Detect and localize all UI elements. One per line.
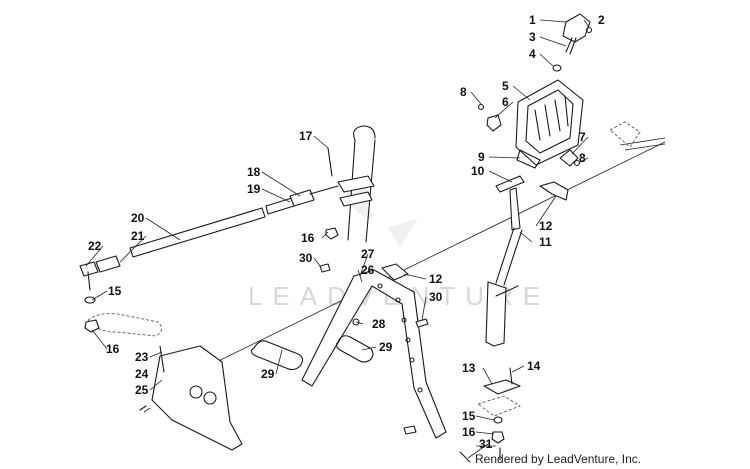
part-screw-left [477, 103, 485, 111]
part-pin-30a [319, 263, 331, 273]
callout-10: 10 [471, 164, 485, 178]
callout-30a: 30 [299, 251, 313, 265]
callout-3: 3 [529, 30, 536, 44]
callout-9: 9 [478, 150, 485, 164]
part-bolt-17 [327, 147, 333, 177]
callout-24: 24 [135, 367, 149, 381]
part-clip-left [486, 114, 502, 132]
part-steering-column [337, 125, 376, 243]
callout-22: 22 [88, 239, 102, 253]
part-lever-base [477, 367, 521, 417]
callout-8a: 8 [460, 85, 467, 99]
callout-11: 11 [539, 235, 552, 249]
callout-17: 17 [299, 129, 313, 143]
ghost-outline [609, 121, 666, 151]
callout-29b: 29 [379, 340, 393, 354]
part-clip-right [559, 149, 579, 167]
part-lever-top [495, 175, 525, 231]
callout-1: 1 [529, 13, 536, 27]
callout-15a: 15 [108, 284, 122, 298]
callout-27: 27 [361, 247, 375, 261]
part-nut-16a [325, 227, 339, 240]
callout-26: 26 [361, 263, 375, 277]
part-shift-lever [485, 227, 523, 347]
part-washer-lower [493, 416, 503, 424]
assembly-line [195, 141, 666, 373]
part-bolt-31b [459, 451, 471, 463]
callout-6: 6 [502, 95, 509, 109]
part-pin-30b [415, 318, 429, 328]
part-skid-plate [139, 345, 243, 451]
callout-29a: 29 [261, 367, 275, 381]
callout-25: 25 [135, 383, 149, 397]
callout-15b: 15 [462, 409, 476, 423]
callout-20: 20 [131, 211, 145, 225]
callout-28: 28 [372, 317, 386, 331]
callout-5: 5 [502, 79, 509, 93]
part-frame [301, 263, 447, 439]
callout-2: 2 [598, 13, 605, 27]
callout-31: 31 [479, 437, 493, 451]
callout-labels: 1 2 3 4 5 6 7 8 8 9 10 11 12 12 13 14 15… [88, 13, 605, 451]
callout-16b: 16 [106, 342, 120, 356]
callout-8b: 8 [579, 151, 586, 165]
callout-18: 18 [247, 165, 261, 179]
part-u-bolt-left [250, 340, 304, 371]
callout-30b: 30 [429, 290, 443, 304]
part-nut-lower [491, 431, 505, 444]
part-nut-28 [352, 318, 360, 326]
credit-text: Rendered by LeadVenture, Inc. [475, 452, 642, 466]
callout-16a: 16 [301, 231, 315, 245]
part-screw [585, 26, 593, 34]
callout-14: 14 [527, 359, 541, 373]
part-tie-rod [79, 185, 339, 304]
callout-12b: 12 [429, 272, 443, 286]
callout-4: 4 [529, 47, 536, 61]
part-clamp-upper [539, 181, 569, 201]
part-washer [552, 64, 562, 72]
callout-23: 23 [135, 350, 149, 364]
part-screw-right [573, 159, 581, 167]
callout-12a: 12 [539, 219, 553, 233]
part-u-bolt-right [335, 335, 374, 363]
part-knob [562, 13, 591, 55]
part-shift-gate [515, 79, 584, 169]
callout-7: 7 [579, 130, 586, 144]
callout-16c: 16 [462, 425, 476, 439]
part-steering-arm [84, 313, 162, 337]
leader-lines [85, 19, 590, 459]
callout-19: 19 [247, 182, 261, 196]
callout-21: 21 [131, 229, 145, 243]
part-bolt-31 [403, 425, 417, 435]
callout-13: 13 [462, 361, 476, 375]
